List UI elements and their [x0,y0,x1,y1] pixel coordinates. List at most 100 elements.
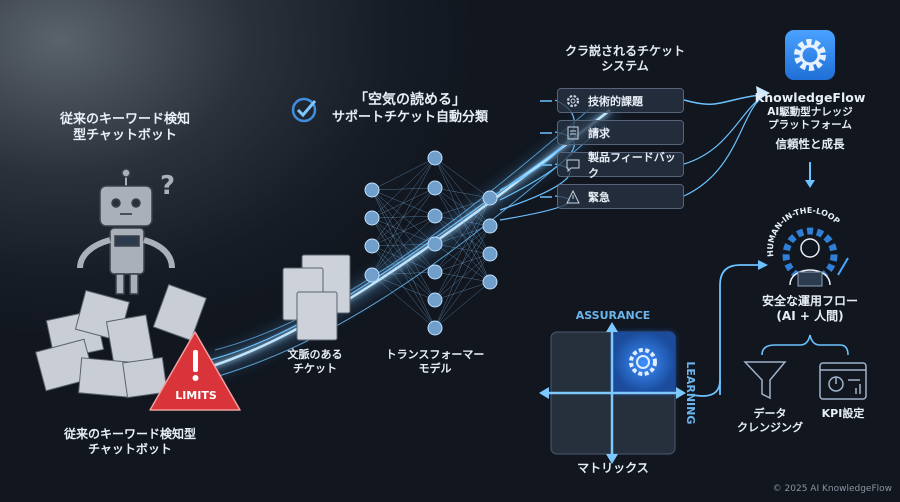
caption-line: 安全な運用フロー [761,294,858,308]
title-line: 従来のキーワード検知 [59,112,190,127]
gear-icon [566,94,580,107]
heading-line: 「空気の読める」 [354,92,466,108]
network-edge [371,157,436,219]
copyright: © 2025 AI KnowledgeFlow [772,484,892,494]
platform-tagline: 信頼性と成長 [775,136,845,151]
network-edge [371,157,436,191]
document-pile-icon [35,283,207,399]
network-edge [371,215,436,276]
network-node [364,238,380,254]
caption-line: 従来のキーワード検知型 [63,427,196,441]
category-label: 技術的課題 [588,94,643,108]
title-line: 型チャットボット [73,128,177,144]
matrix-caption: マトリックス [577,461,649,475]
platform-subtitle: AI駆動型ナレッジ [767,105,853,118]
data-cleansing-label: データ クレンジング [725,407,815,435]
light-stream [197,86,770,381]
brace-connector [761,334,849,356]
ticket-documents-icon [282,254,351,341]
knowledgeflow-app-icon [785,30,835,80]
network-node [482,274,498,290]
legacy-chatbot-title: 従来のキーワード検知 型チャットボット [40,112,210,145]
network-edge [371,271,436,276]
caption-line: チャットボット [88,442,172,456]
network-edge [434,187,491,199]
question-mark-icon: ? [160,171,176,201]
caption-line: 文脈のある [287,348,343,361]
caption-line: (AI + 人間) [776,309,844,323]
network-edge [371,245,436,273]
network-edge [371,274,436,301]
network-edge [434,197,491,217]
category-technical: 技術的課題 [557,88,684,113]
safe-operation-caption: 安全な運用フロー (AI + 人間) [740,294,880,324]
funnel-icon [743,361,787,400]
network-edge [434,157,491,199]
categories-title: クラ説されるチケット システム [550,44,700,74]
platform-name: KnowledgeFlow [754,90,866,105]
title-line: システム [601,59,649,73]
assurance-label: ASSURANCE [575,309,651,322]
network-node [364,267,380,283]
learning-label: LEARNING [683,361,697,425]
network-edge [371,187,436,276]
network-node [427,320,443,336]
receipt-icon [567,126,579,139]
network-node [427,264,443,280]
network-node [427,236,443,252]
legacy-chatbot-caption: 従来のキーワード検知型 チャットボット [40,427,220,457]
dashboard-chart-icon [819,362,867,400]
caption-line: モデル [418,361,452,375]
network-edge [434,281,491,329]
platform-block: KnowledgeFlow AI駆動型ナレッジ プラットフォーム 信頼性と成長 [740,90,880,151]
neural-network-icon [364,150,498,336]
label-line: データ [753,407,787,420]
network-node [427,208,443,224]
category-billing: 請求 [557,120,684,145]
kpi-label: KPI設定 [821,407,865,420]
limits-warning-icon [149,331,241,411]
network-edge [371,245,436,329]
network-edge [371,187,436,219]
transformer-model-caption: トランスフォーマー モデル [370,348,500,376]
context-tickets-caption: 文脈のある チケット [265,348,365,376]
network-node [482,218,498,234]
network-node [364,210,380,226]
category-feedback: 製品フィードバック [557,151,684,180]
network-edge [434,157,491,283]
network-edge [434,197,491,273]
network-edge [371,243,436,276]
chat-bubble-icon [566,159,580,172]
network-edge [371,187,436,191]
network-node [482,190,498,206]
category-label: 請求 [588,126,610,140]
network-edge [434,225,491,329]
network-edge [371,157,436,247]
category-label: 製品フィードバック [588,150,676,180]
warning-icon [566,189,580,203]
label-line: クレンジング [737,420,803,434]
category-label: 緊急 [588,190,610,204]
network-edge [434,197,491,301]
limits-label: LIMITS [175,389,217,402]
category-urgent: 緊急 [557,184,684,209]
network-edge [371,274,436,329]
network-edge [371,215,436,247]
platform-subtitle: プラットフォーム [768,118,852,131]
network-node [364,182,380,198]
main-heading: 「空気の読める」 サポートチケット自動分類 [325,92,495,126]
assurance-learning-matrix [539,322,686,464]
check-circle-icon [291,97,317,123]
caption-line: チケット [293,361,337,375]
heading-line: サポートチケット自動分類 [331,109,488,125]
title-line: クラ説されるチケット [564,44,685,58]
network-node [482,246,498,262]
network-edge [371,157,436,276]
network-edge [371,243,436,247]
arrow-down-icon [805,162,815,188]
network-node [427,150,443,166]
caption-line: トランスフォーマー [385,348,485,361]
network-edge [434,253,491,329]
